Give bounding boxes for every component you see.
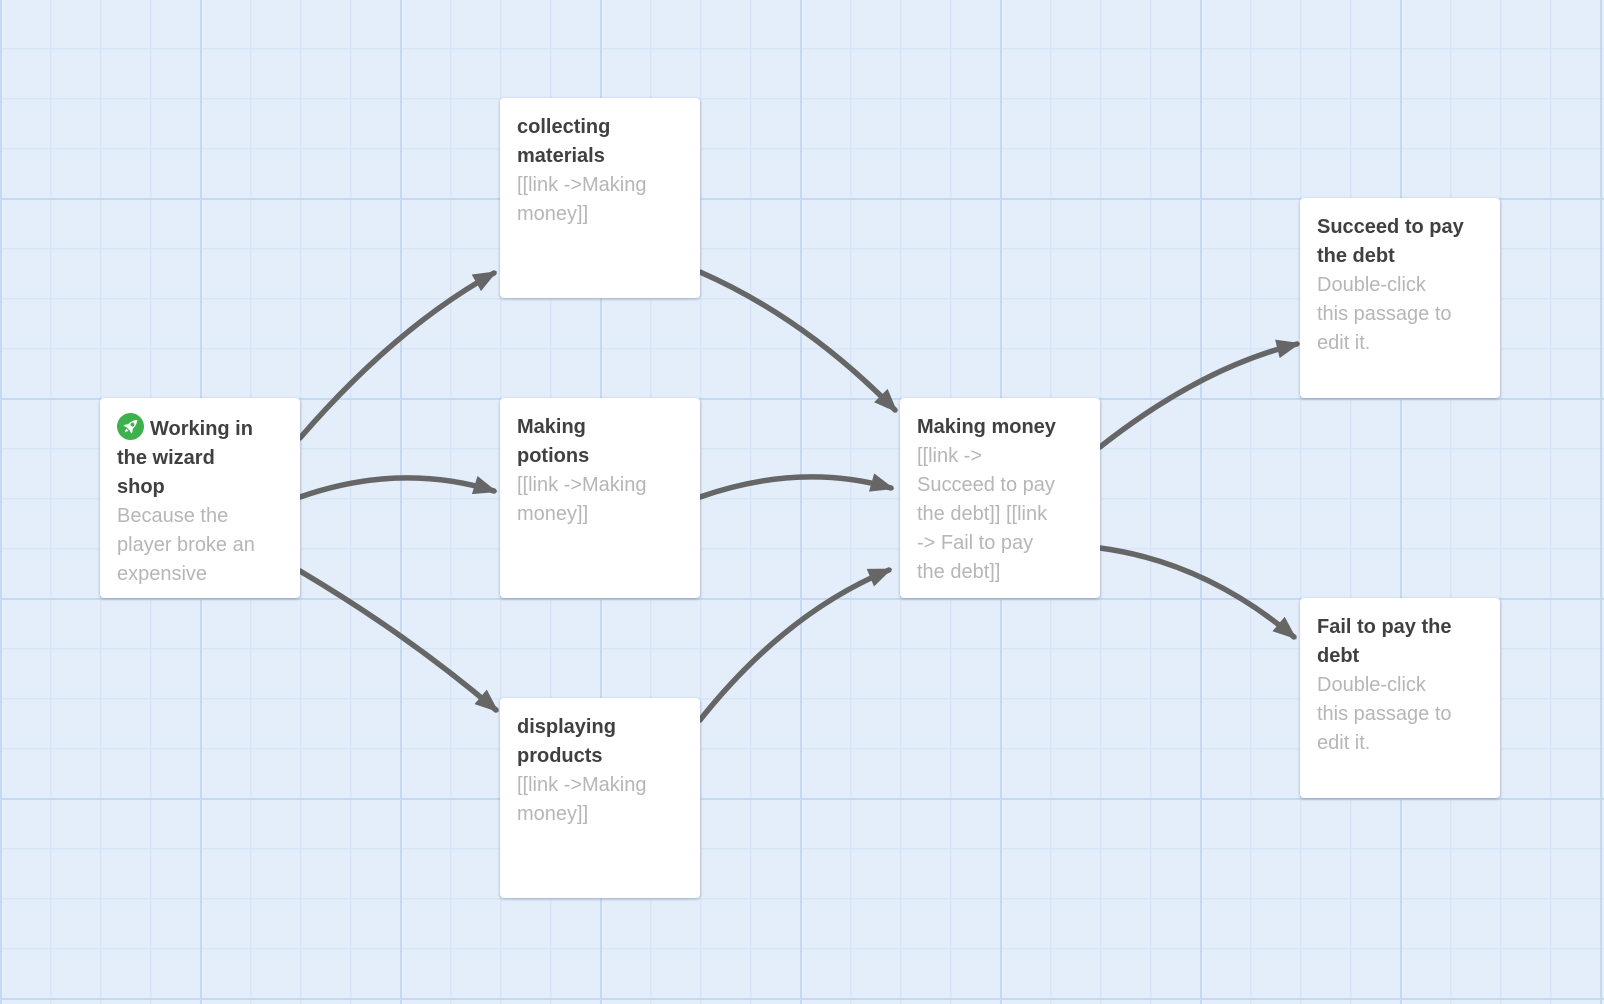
passage-card-making-potions[interactable]: Making potions [[link ->Making money]]	[500, 398, 700, 598]
link-arrow-start-to-making-potions	[297, 475, 498, 500]
link-arrow-start-to-collecting-materials	[297, 270, 498, 441]
link-arrow-making-potions-to-making-money	[697, 473, 895, 500]
passage-title: collecting materials	[517, 116, 611, 167]
passage-title: Fail to pay the debt	[1317, 616, 1452, 667]
passage-excerpt: [[link -> Succeed to pay the debt]] [[li…	[917, 445, 1055, 583]
passage-title: Working in the wizard shop	[117, 413, 283, 502]
passage-title: Succeed to pay the debt	[1317, 216, 1464, 267]
link-arrow-collecting-materials-to-making-money	[697, 269, 898, 413]
passage-card-succeed-to-pay-the-debt[interactable]: Succeed to pay the debt Double-click thi…	[1300, 198, 1500, 398]
passage-excerpt: Double-click this passage to edit it.	[1317, 674, 1452, 754]
passage-card-making-money[interactable]: Making money [[link -> Succeed to pay th…	[900, 398, 1100, 598]
rocket-icon	[117, 413, 144, 440]
passage-excerpt: [[link ->Making money]]	[517, 174, 647, 225]
passage-title: displaying products	[517, 716, 616, 767]
passage-excerpt: [[link ->Making money]]	[517, 774, 647, 825]
link-arrow-making-money-to-succeed-to-pay-the-debt	[1097, 339, 1301, 450]
passage-excerpt: [[link ->Making money]]	[517, 474, 647, 525]
passage-card-working-in-the-wizard-shop[interactable]: Working in the wizard shop Because the p…	[100, 398, 300, 598]
passage-card-collecting-materials[interactable]: collecting materials [[link ->Making mon…	[500, 98, 700, 298]
passage-card-displaying-products[interactable]: displaying products [[link ->Making mone…	[500, 698, 700, 898]
link-arrow-making-money-to-fail-to-pay-the-debt	[1097, 545, 1297, 640]
passage-card-fail-to-pay-the-debt[interactable]: Fail to pay the debt Double-click this p…	[1300, 598, 1500, 798]
link-arrow-displaying-products-to-making-money	[697, 567, 893, 723]
passage-title: Making money	[917, 416, 1056, 438]
passage-excerpt: Because the player broke an expensive	[117, 505, 255, 585]
passage-excerpt: Double-click this passage to edit it.	[1317, 274, 1452, 354]
link-arrow-start-to-displaying-products	[297, 568, 499, 713]
passage-title: Making potions	[517, 416, 590, 467]
passage-title-text: Working in the wizard shop	[117, 418, 253, 498]
